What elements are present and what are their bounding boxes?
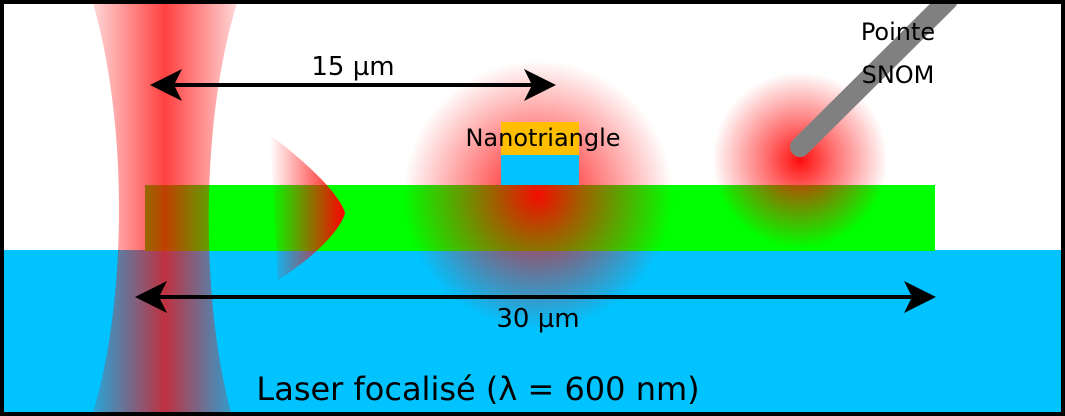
label-nanotriangle: Nanotriangle bbox=[465, 124, 620, 152]
nanotriangle-top-layer bbox=[501, 122, 579, 155]
nanotriangle-field-glow bbox=[403, 60, 673, 330]
label-laser: Laser focalisé (λ = 600 nm) bbox=[256, 370, 699, 408]
label-15um: 15 µm bbox=[311, 52, 394, 82]
guided-mode-profile bbox=[270, 135, 345, 280]
label-30um: 30 µm bbox=[496, 304, 579, 334]
label-tip-snom: SNOM bbox=[862, 61, 935, 89]
label-tip-pointe: Pointe bbox=[861, 18, 935, 46]
nanotriangle-bottom-layer bbox=[501, 155, 579, 185]
snom-tip bbox=[790, 0, 958, 157]
